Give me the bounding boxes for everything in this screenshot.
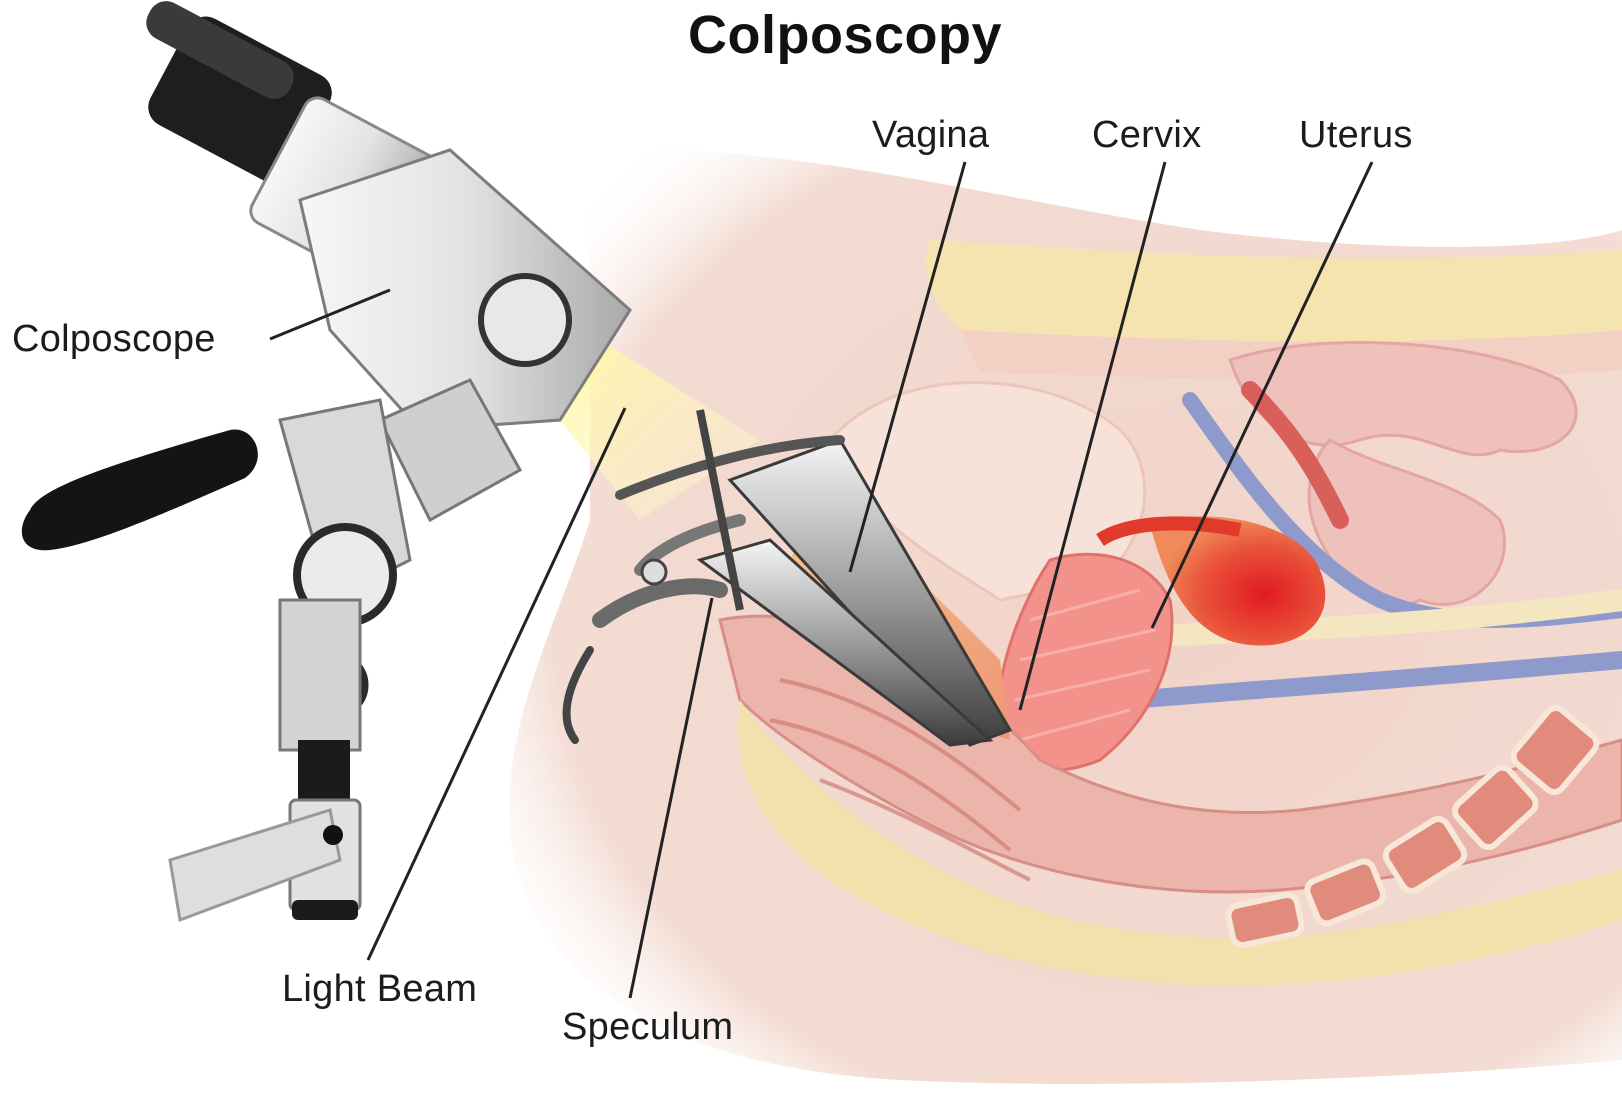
label-light-beam: Light Beam	[282, 970, 477, 1008]
label-colposcope: Colposcope	[12, 320, 216, 358]
label-uterus: Uterus	[1299, 116, 1413, 154]
label-vagina: Vagina	[872, 116, 989, 154]
diagram-title: Colposcopy	[688, 4, 1002, 66]
label-speculum: Speculum	[562, 1008, 733, 1046]
label-cervix: Cervix	[1092, 116, 1201, 154]
